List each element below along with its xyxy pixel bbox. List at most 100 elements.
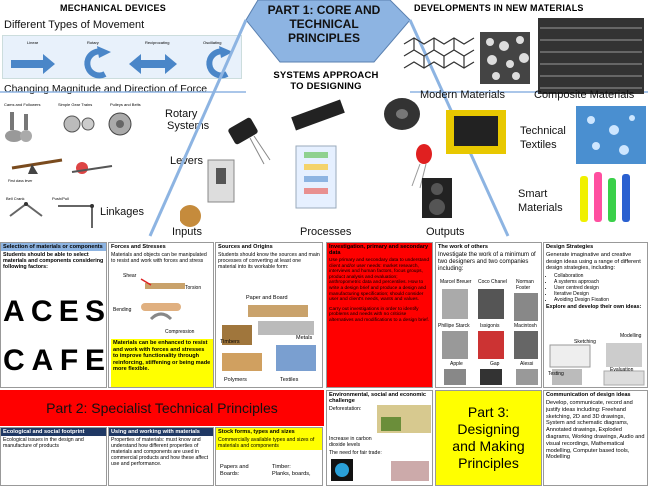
levers-label: Levers [170, 155, 204, 167]
communication-title: Communication of design ideas [546, 392, 631, 398]
strategies-illustration [549, 343, 645, 386]
forces-panel: Forces and Stresses Materials and object… [108, 242, 214, 388]
strategies-body: Generate imaginative and creative design… [546, 252, 641, 272]
svg-text:Compression: Compression [165, 329, 195, 335]
thermochromic-spoon-icon [580, 176, 588, 222]
designer-chanel: Coco Chanel [478, 279, 507, 285]
ecological-body: Ecological issues in the design and manu… [3, 437, 84, 449]
ecological-panel: Ecological and social footprint Ecologic… [0, 427, 107, 486]
working-title: Using and working with materials [109, 428, 213, 436]
part2-banner: Part 2: Specialist Technical Principles [0, 390, 324, 426]
svg-text:Torsion: Torsion [185, 285, 201, 291]
technical-textiles-label: Technical Textiles [520, 124, 566, 152]
part1-title: PART 1: CORE AND TECHNICAL PRINCIPLES [262, 3, 386, 45]
svg-text:Simple Gear Trains: Simple Gear Trains [58, 102, 92, 107]
deforestation-label: Deforestation: [329, 406, 362, 412]
led-icon [416, 144, 432, 164]
cafe-letter-c: C [3, 344, 25, 377]
cafe-letter-f: F [59, 344, 79, 377]
linear-arrow-icon [11, 54, 55, 74]
investigation-body: Use primary and secondary data to unders… [329, 258, 429, 303]
timbers-label: Timbers [220, 339, 240, 345]
technical-textiles-line2: Textiles [520, 139, 557, 151]
communication-panel: Communication of design ideas Develop, c… [543, 390, 648, 486]
waterproof-fabric-image [576, 106, 646, 164]
modelling-label: Modelling [620, 333, 642, 339]
svg-text:Shear: Shear [123, 273, 137, 279]
sketching-label: Sketching [574, 339, 596, 345]
svg-text:Reciprocating: Reciprocating [145, 40, 169, 45]
selection-body: Students should be able to select materi… [3, 252, 104, 270]
ecological-title: Ecological and social footprint [1, 428, 106, 436]
explore-heading: Explore and develop their own ideas: [546, 303, 642, 310]
svg-text:Oscillating: Oscillating [203, 40, 221, 45]
mechanisms-illustrations: Cams and Followers Simple Gear Trains Pu… [2, 98, 162, 238]
part3-line2: Designing [457, 421, 520, 437]
linkages-label: Linkages [100, 206, 145, 218]
designer-issigonis: Issigonis [480, 323, 500, 329]
systems-title-line2: TO DESIGNING [290, 81, 362, 92]
svg-text:First class lever: First class lever [8, 179, 33, 183]
rotary-systems-label-line1: Rotary [165, 108, 198, 120]
strategy-item: User centred design [554, 285, 647, 291]
environmental-panel: Environmental, social and economic chall… [326, 390, 433, 486]
fairtrade-illustration [331, 459, 429, 481]
new-materials-images [403, 18, 644, 94]
strategies-list: Collaboration A systems approach User ce… [554, 273, 647, 303]
aces-letter-c: C [30, 295, 53, 328]
designers-illustration [442, 289, 538, 385]
aces-row: A C E S [3, 291, 105, 333]
company-gap: Gap [490, 361, 500, 367]
outputs-label: Outputs [426, 226, 465, 238]
aces-letter-s: S [84, 295, 105, 328]
rotary-arrow-icon [84, 48, 107, 79]
systems-approach-title: SYSTEMS APPROACH TO DESIGNING [266, 70, 386, 92]
reciprocating-arrow-icon [129, 54, 177, 74]
graphene-image [403, 37, 475, 69]
forces-yellow-box: Materials can be enhanced to resist and … [111, 339, 213, 387]
part3-panel: Part 3: Designing and Making Principles [435, 390, 542, 486]
ldr-icon [180, 205, 201, 227]
designer-breuer: Marcel Breuer [440, 279, 472, 285]
smart-materials-label: Smart Materials [518, 187, 563, 215]
svg-text:Linear: Linear [27, 40, 39, 45]
textiles-label: Textiles [280, 377, 299, 383]
part3-line4: Principles [458, 455, 519, 471]
systems-approach-section: SYSTEMS APPROACH TO DESIGNING Inputs Pro… [172, 66, 470, 240]
developments-heading: DEVELOPMENTS IN NEW MATERIALS [414, 3, 584, 13]
stock-title: Stock forms, types and sizes [216, 428, 322, 436]
fair-trade-label: The need for fair trade: [329, 450, 382, 456]
forces-body: Materials and objects can be manipulated… [111, 252, 207, 264]
others-title: The work of others [438, 244, 489, 250]
part3-line1: Part 3: [467, 404, 510, 420]
stock-timber-line2: Planks, boards, [272, 470, 311, 477]
work-of-others-panel: The work of others Investigate the work … [435, 242, 542, 388]
metals-label: Metals [296, 335, 313, 341]
design-strategies-panel: Design Strategies Generate imaginative a… [543, 242, 648, 388]
working-materials-panel: Using and working with materials Propert… [108, 427, 214, 486]
part2-title: Part 2: Specialist Technical Principles [46, 400, 278, 416]
polymers-label: Polymers [224, 377, 247, 383]
stock-papers-line2: Boards: [220, 470, 240, 477]
aces-letter-e: E [58, 295, 79, 328]
aces-letter-a: A [3, 295, 25, 328]
sources-panel: Sources and Origins Students should know… [215, 242, 323, 388]
investigation-title: Investigation, primary and secondary dat… [329, 244, 429, 256]
carbon-label: Increase in carbon dioxide levels [329, 436, 372, 448]
svg-text:Pulleys and Belts: Pulleys and Belts [110, 102, 141, 107]
environmental-title: Environmental, social and economic chall… [329, 392, 426, 404]
carbon-fibre-image [538, 18, 644, 94]
svg-text:Bending: Bending [113, 307, 132, 313]
designer-macintosh: Macintosh [514, 323, 537, 329]
sources-title: Sources and Origins [218, 244, 273, 250]
cafe-row: C A F E [3, 339, 105, 383]
selection-panel: Selection of materials or components Stu… [0, 242, 107, 388]
mechanical-devices-heading: MECHANICAL DEVICES [60, 3, 166, 13]
sensor-icon [228, 117, 258, 145]
stock-body: Commercially available types and sizes o… [216, 436, 322, 450]
processes-label: Processes [300, 226, 352, 238]
cafe-letter-e: E [84, 344, 105, 377]
designer-foster: Norman Foster [516, 279, 534, 291]
strategy-item: Collaboration [554, 273, 647, 279]
modern-materials-label: Modern Materials [420, 89, 505, 101]
